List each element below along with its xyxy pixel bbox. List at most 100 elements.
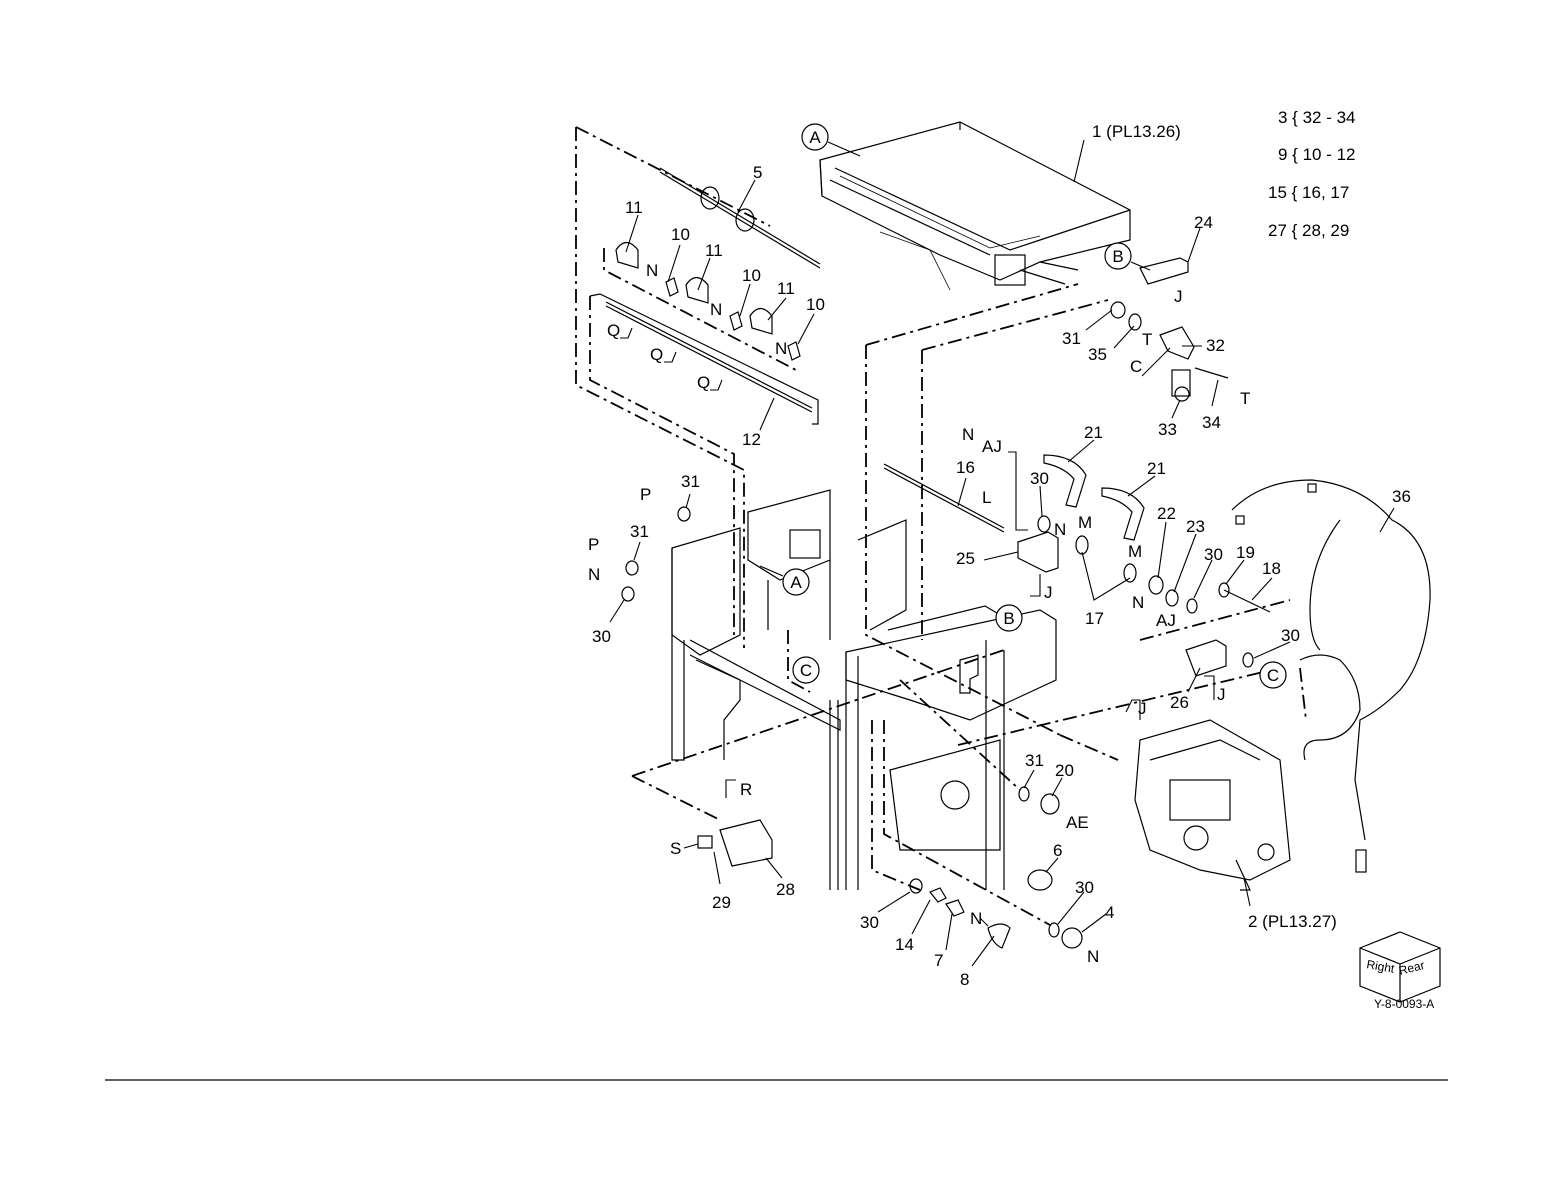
circled-ref-b: B bbox=[996, 605, 1022, 631]
callout-8: 8 bbox=[960, 970, 969, 989]
letter-ae: AE bbox=[1066, 813, 1089, 832]
circled-ref-c: C bbox=[793, 657, 819, 683]
callout-10: 10 bbox=[671, 225, 690, 244]
letter-q: Q bbox=[697, 373, 710, 392]
letter-s: S bbox=[670, 839, 681, 858]
top-transport-unit bbox=[820, 122, 1130, 290]
callout-30: 30 bbox=[1281, 626, 1300, 645]
callout-7: 7 bbox=[934, 951, 943, 970]
letter-m: M bbox=[1078, 513, 1092, 532]
svg-text:B: B bbox=[1003, 609, 1014, 628]
brackets-row bbox=[616, 243, 800, 361]
callout-4: 4 bbox=[1105, 903, 1114, 922]
left-side-frame bbox=[672, 490, 840, 760]
legend-line: 9 { 10 - 12 bbox=[1278, 145, 1356, 164]
svg-text:B: B bbox=[1112, 247, 1123, 266]
path-line-center-top bbox=[866, 284, 1078, 345]
callout-1: 1 (PL13.26) bbox=[1092, 122, 1181, 141]
bottom-parts bbox=[622, 507, 1082, 948]
callout-11: 11 bbox=[777, 279, 795, 298]
callout-29: 29 bbox=[712, 893, 731, 912]
callout-5: 5 bbox=[753, 163, 762, 182]
svg-text:C: C bbox=[1267, 666, 1279, 685]
letter-t: T bbox=[1142, 330, 1152, 349]
roller-shaft bbox=[660, 168, 820, 268]
letter-p: P bbox=[640, 485, 651, 504]
callout-28: 28 bbox=[776, 880, 795, 899]
letter-n: N bbox=[710, 300, 722, 319]
leader-lines bbox=[610, 140, 1394, 966]
letter-j: J bbox=[1138, 699, 1147, 718]
path-line-right-mid bbox=[958, 668, 1280, 745]
callout-11: 11 bbox=[625, 198, 643, 217]
legend: 3 { 32 - 34 9 { 10 - 12 15 { 16, 17 27 {… bbox=[1268, 108, 1356, 240]
letter-n: N bbox=[1087, 947, 1099, 966]
callout-33: 33 bbox=[1158, 420, 1177, 439]
callout-24: 24 bbox=[1194, 213, 1213, 232]
svg-text:A: A bbox=[809, 128, 821, 147]
callout-32: 32 bbox=[1206, 336, 1225, 355]
path-line-mid bbox=[900, 680, 1020, 790]
letter-j: J bbox=[1044, 583, 1053, 602]
letter-p: P bbox=[588, 535, 599, 554]
circled-ref-b: B bbox=[1105, 243, 1150, 270]
path-line-center-left bbox=[866, 345, 1060, 735]
letter-n: N bbox=[1132, 593, 1144, 612]
callout-21: 21 bbox=[1147, 459, 1166, 478]
part-drawings bbox=[105, 122, 1448, 1080]
svg-text:C: C bbox=[800, 661, 812, 680]
callout-6: 6 bbox=[1053, 841, 1062, 860]
letter-n: N bbox=[1054, 520, 1066, 539]
circled-ref-a: A bbox=[760, 566, 809, 595]
callout-30: 30 bbox=[1030, 469, 1049, 488]
letter-aj: AJ bbox=[982, 437, 1002, 456]
legend-line: 15 { 16, 17 bbox=[1268, 183, 1349, 202]
letter-j: J bbox=[1217, 685, 1226, 704]
callout-11: 11 bbox=[705, 241, 723, 260]
callout-20: 20 bbox=[1055, 761, 1074, 780]
callout-30: 30 bbox=[1075, 878, 1094, 897]
callout-31: 31 bbox=[630, 522, 649, 541]
callout-21: 21 bbox=[1084, 423, 1103, 442]
letter-l: L bbox=[982, 488, 991, 507]
callout-18: 18 bbox=[1262, 559, 1281, 578]
legend-line: 27 { 28, 29 bbox=[1268, 221, 1349, 240]
letter-m: M bbox=[1128, 542, 1142, 561]
callout-19: 19 bbox=[1236, 543, 1255, 562]
legend-line: 3 { 32 - 34 bbox=[1278, 108, 1356, 127]
cube-rear-label: Rear bbox=[1397, 958, 1426, 978]
bracket-24 bbox=[1140, 258, 1188, 284]
letter-n: N bbox=[962, 425, 974, 444]
callout-16: 16 bbox=[956, 458, 975, 477]
callout-2: 2 (PL13.27) bbox=[1248, 912, 1337, 931]
path-line-right-mid2 bbox=[1060, 735, 1118, 760]
letter-n: N bbox=[588, 565, 600, 584]
center-frame bbox=[830, 520, 1056, 890]
callout-10: 10 bbox=[806, 295, 825, 314]
path-line-bottom-left2 bbox=[632, 776, 720, 820]
letter-q: Q bbox=[607, 321, 620, 340]
letter-n: N bbox=[775, 339, 787, 358]
letter-j: J bbox=[1174, 287, 1183, 306]
callout-31: 31 bbox=[681, 472, 700, 491]
path-line-left-top bbox=[576, 127, 770, 226]
callout-14: 14 bbox=[895, 935, 914, 954]
letter-r: R bbox=[740, 780, 752, 799]
circled-references: A B A B C C bbox=[760, 124, 1286, 688]
circled-ref-c: C bbox=[1260, 662, 1286, 688]
path-line-right-vert bbox=[1300, 668, 1306, 720]
letter-t: T bbox=[1240, 389, 1250, 408]
callout-31: 31 bbox=[1025, 751, 1044, 770]
callout-36: 36 bbox=[1392, 487, 1411, 506]
callout-25: 25 bbox=[956, 549, 975, 568]
letter-n: N bbox=[646, 261, 658, 280]
callout-35: 35 bbox=[1088, 345, 1107, 364]
letter-aj: AJ bbox=[1156, 611, 1176, 630]
callout-30: 30 bbox=[592, 627, 611, 646]
callout-30: 30 bbox=[860, 913, 879, 932]
callout-34: 34 bbox=[1202, 413, 1221, 432]
callout-22: 22 bbox=[1157, 504, 1176, 523]
callout-12: 12 bbox=[742, 430, 761, 449]
letter-c: C bbox=[1130, 357, 1142, 376]
